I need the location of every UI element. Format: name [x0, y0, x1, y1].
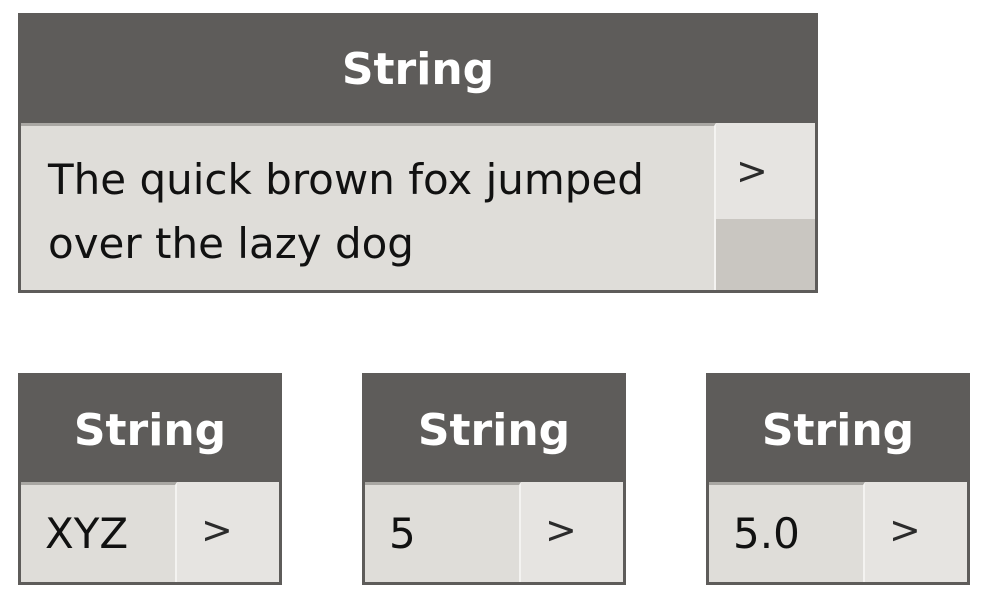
node-title[interactable]: String [761, 405, 915, 456]
output-port[interactable]: > [177, 482, 279, 582]
port-shade [716, 219, 815, 290]
string-node-0[interactable]: String The quick brown fox jumped over t… [18, 13, 818, 293]
node-body: 5 > [365, 482, 623, 582]
node-title[interactable]: String [417, 405, 571, 456]
output-port-arrow-icon: > [201, 508, 233, 552]
output-port-arrow-icon: > [736, 149, 768, 193]
node-title[interactable]: String [341, 44, 495, 95]
node-body: 5.0 > [709, 482, 967, 582]
string-node-3[interactable]: String 5.0 > [706, 373, 970, 585]
string-value-input[interactable]: XYZ [21, 482, 177, 582]
string-value-input[interactable]: 5 [365, 482, 521, 582]
output-port-arrow-icon: > [545, 508, 577, 552]
node-title[interactable]: String [73, 405, 227, 456]
output-port[interactable]: > [521, 482, 623, 582]
string-value-input[interactable]: 5.0 [709, 482, 865, 582]
string-node-1[interactable]: String XYZ > [18, 373, 282, 585]
node-body: The quick brown fox jumped over the lazy… [21, 123, 815, 290]
string-node-2[interactable]: String 5 > [362, 373, 626, 585]
output-port[interactable]: > [716, 123, 815, 290]
output-port[interactable]: > [865, 482, 967, 582]
string-value-input[interactable]: The quick brown fox jumped over the lazy… [21, 123, 716, 290]
node-body: XYZ > [21, 482, 279, 582]
output-port-arrow-icon: > [889, 508, 921, 552]
